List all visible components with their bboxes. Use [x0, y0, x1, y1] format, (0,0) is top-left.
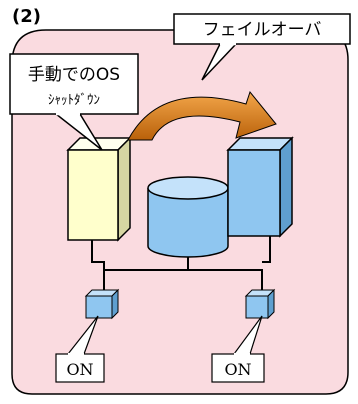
right-server [226, 136, 294, 238]
failover-callout-text: フェイルオーバ [203, 20, 322, 40]
manual-shutdown-line1: 手動でのOS [28, 65, 120, 85]
failover-arrow [127, 90, 277, 141]
right-on-label: ON [224, 360, 251, 379]
left-on-callout: ON [55, 315, 105, 383]
right-power-switch [244, 288, 276, 320]
left-power-switch [84, 288, 120, 320]
right-on-callout: ON [211, 315, 265, 383]
failover-callout: フェイルオーバ [173, 13, 351, 81]
left-server [66, 136, 132, 242]
manual-shutdown-callout: 手動でのOS ｼｬｯﾄﾀﾞｳﾝ [9, 53, 139, 151]
figure-number: (2) [12, 6, 41, 27]
storage-disk [147, 176, 229, 258]
left-on-label: ON [66, 360, 93, 379]
manual-shutdown-line2: ｼｬｯﾄﾀﾞｳﾝ [48, 93, 100, 108]
network-wires [91, 234, 271, 292]
